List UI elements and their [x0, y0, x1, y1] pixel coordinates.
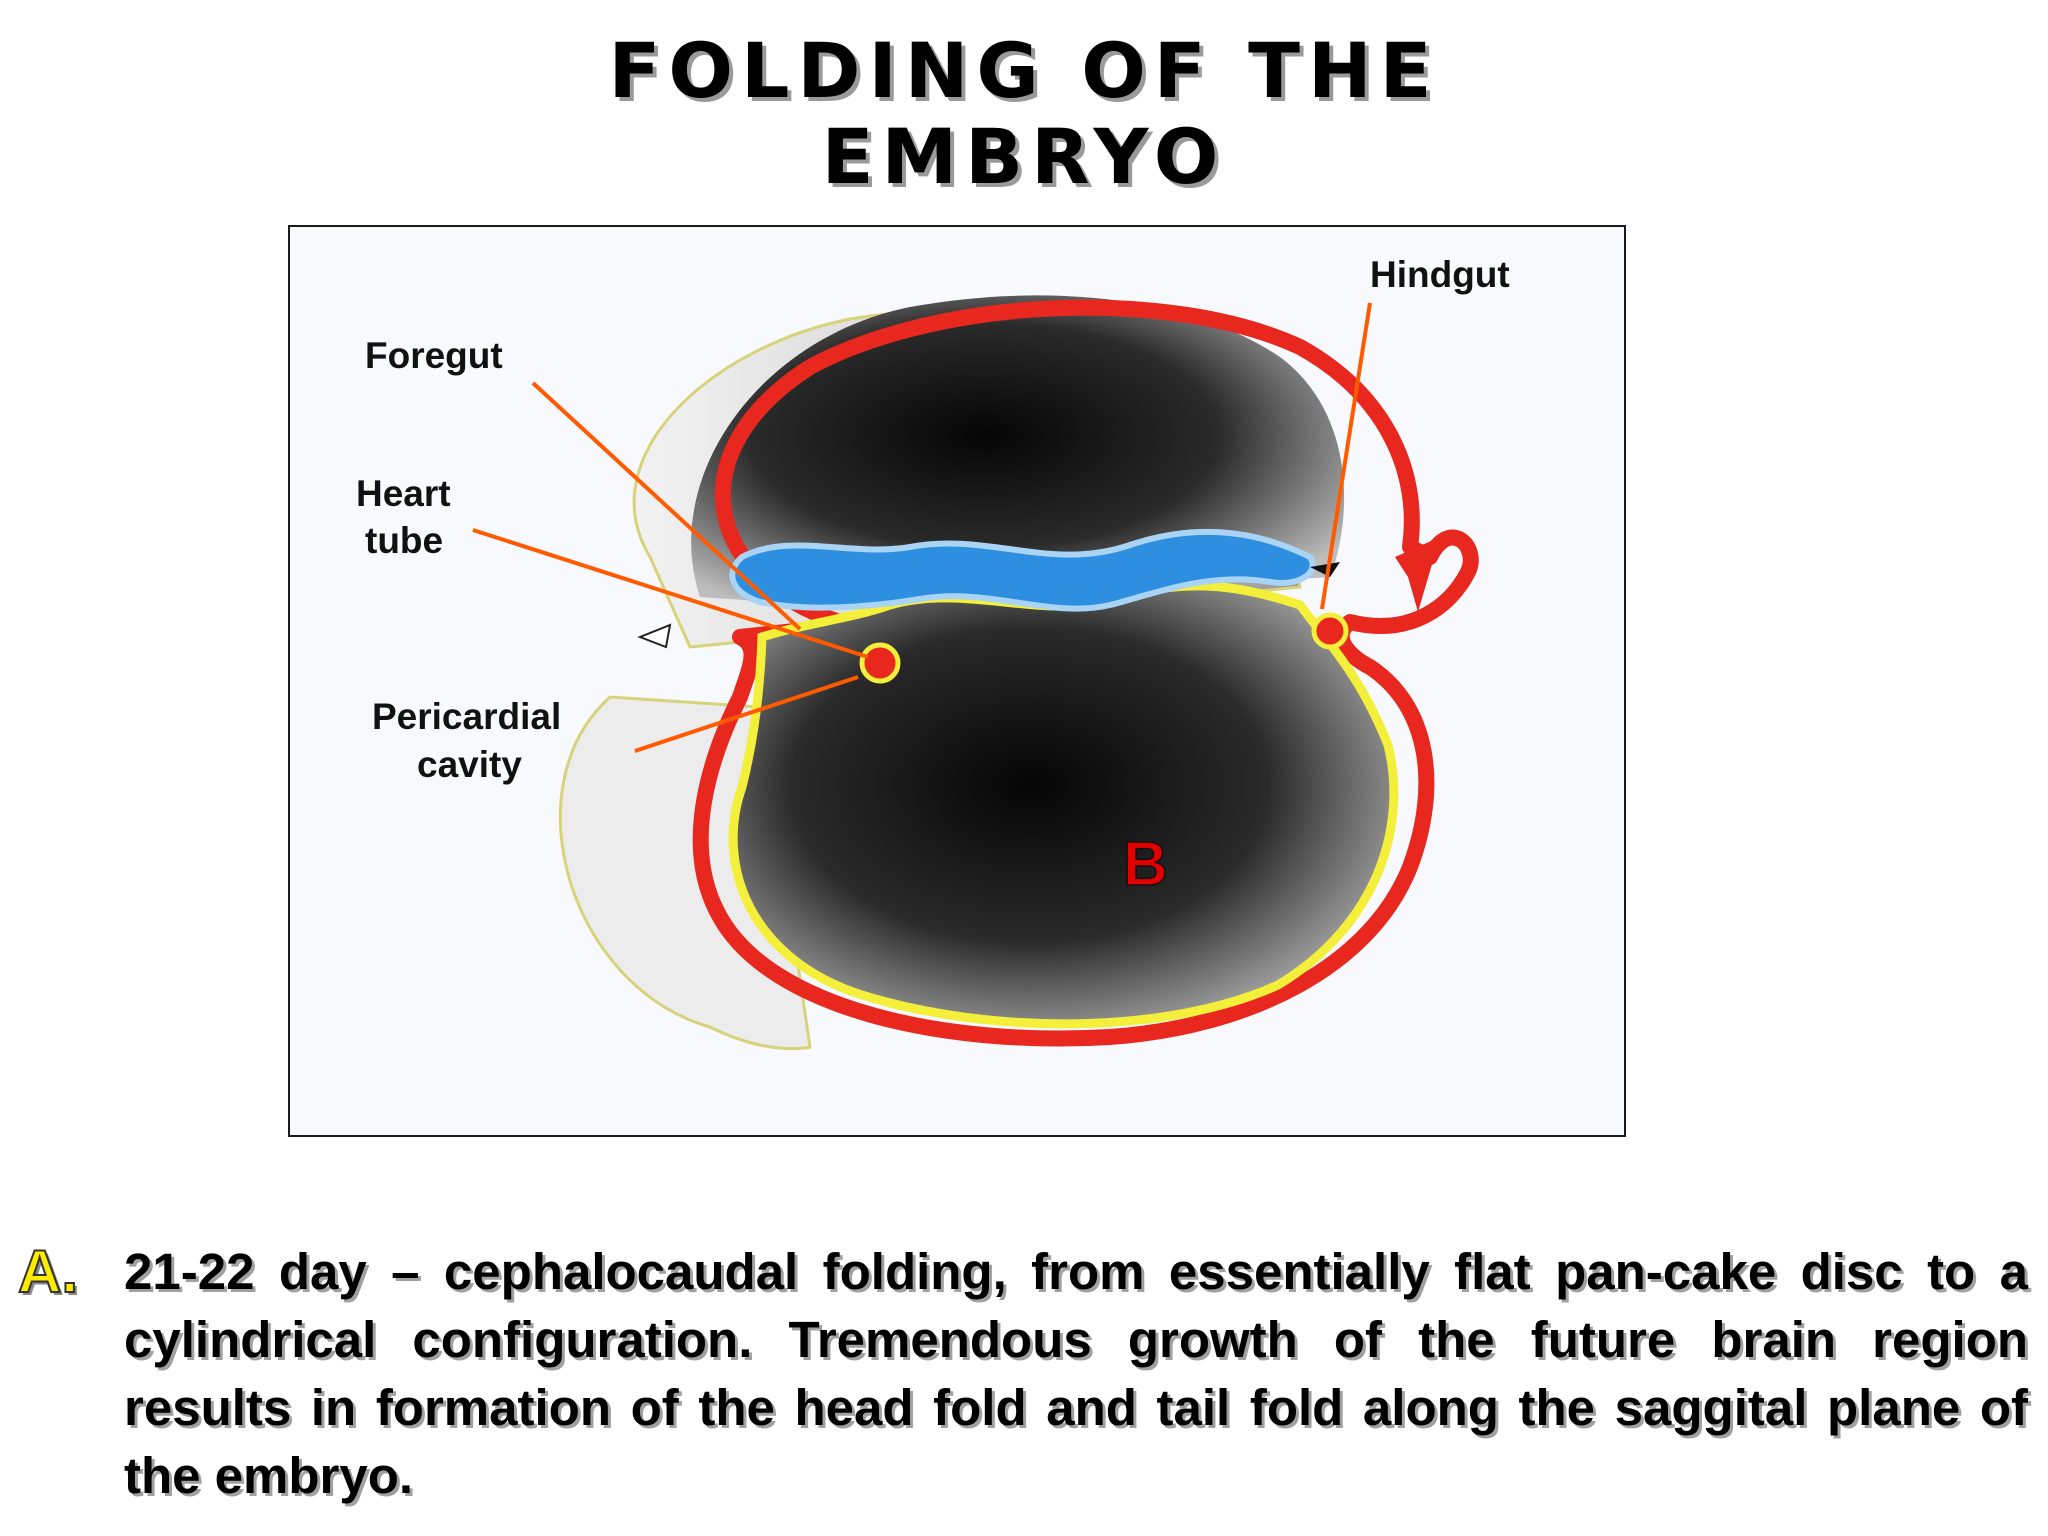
amniotic-cavity [729, 528, 1316, 612]
pericardial-cavity-pointer [634, 675, 859, 753]
label-pericardial-cavity-line-2: cavity [417, 744, 522, 785]
heart-tube-pointer [472, 528, 869, 659]
hindgut-fold [1311, 612, 1349, 650]
label-heart-tube-line-1: Heart [356, 473, 451, 514]
caption-marker: A. [17, 1237, 79, 1306]
label-pericardial-cavity-line-1: Pericardial [372, 696, 561, 737]
head-fold-region [691, 295, 1345, 607]
caption: A. 21-22 day – cephalocaudal folding, fr… [17, 1237, 2028, 1510]
yolk-sac [730, 588, 1396, 1026]
folding-arrow-right [1310, 562, 1340, 577]
embryo-diagram: Foregut Heart tube Pericardial cavity Hi… [356, 254, 1510, 1051]
embryo-folding-figure: Foregut Heart tube Pericardial cavity Hi… [288, 225, 1626, 1137]
caption-text: 21-22 day – cephalocaudal folding, from … [124, 1243, 2028, 1504]
tail-fold-arrow [1395, 537, 1440, 612]
label-heart-tube-line-2: tube [365, 520, 443, 561]
panel-letter: B [1123, 830, 1168, 899]
title-line-2: EMBRYO [821, 112, 1227, 201]
folding-arrow-left [637, 623, 672, 649]
label-foregut: Foregut [365, 335, 503, 376]
label-hindgut: Hindgut [1370, 254, 1510, 295]
hindgut-pointer [1320, 302, 1372, 610]
page-title: FOLDING OF THE EMBRYO [0, 28, 2048, 200]
heart-tube [859, 642, 901, 684]
title-line-1: FOLDING OF THE [608, 26, 1440, 115]
foregut-pointer [531, 381, 802, 631]
